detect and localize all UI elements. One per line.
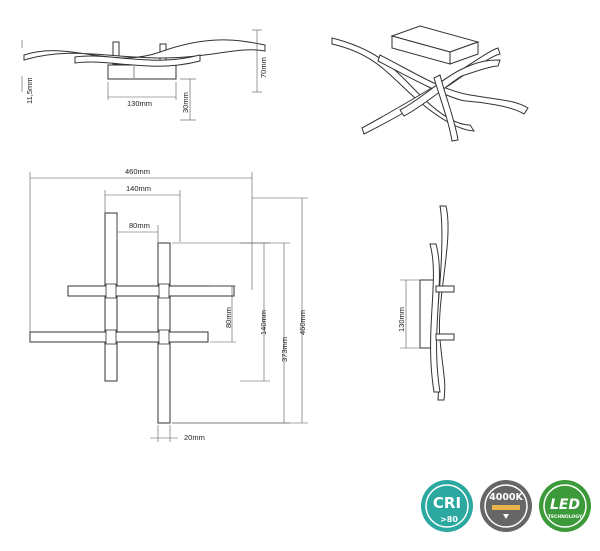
horizontal-bar-top: [67, 285, 235, 297]
led-badge: LED TECHNOLOGY: [539, 480, 591, 532]
dim-vert-140: 140mm: [259, 310, 268, 335]
dim-bar-offset: 80mm: [129, 221, 150, 230]
dim-bar-width: 20mm: [184, 433, 205, 442]
kelvin-pointer-icon: [503, 514, 509, 519]
iso-canopy-right: [449, 41, 479, 65]
iso-arm-5: [433, 74, 459, 142]
kelvin-badge: 4000K: [480, 480, 532, 532]
wave-bar-back: [23, 39, 266, 61]
side-elevation-view: [21, 29, 266, 121]
dim-thickness: 11,5mm: [25, 77, 34, 104]
cri-label: CRI: [433, 494, 461, 512]
dim-base-height: 30mm: [181, 92, 190, 113]
cri-sub: >80: [440, 515, 458, 524]
profile-post-bottom: [435, 333, 455, 341]
dim-total-height: 70mm: [259, 57, 268, 78]
led-sub: TECHNOLOGY: [548, 514, 583, 520]
profile-post-top: [435, 285, 455, 293]
profile-wave-2: [429, 243, 441, 393]
dim-bar-span: 140mm: [126, 184, 151, 193]
ceiling-base: [107, 64, 177, 80]
front-view-dimensions: [29, 172, 308, 442]
cri-badge: CRI >80: [421, 480, 473, 532]
isometric-view: [331, 25, 529, 142]
dim-base-width: 130mm: [127, 99, 152, 108]
wave-bar-front: [74, 54, 201, 67]
dim-vert-460: 460mm: [298, 310, 307, 335]
dim-side-base: 130mm: [397, 307, 406, 332]
dim-vert-80: 80mm: [224, 307, 233, 328]
kelvin-label: 4000K: [489, 492, 523, 503]
dim-overall-width: 460mm: [125, 167, 150, 176]
side-profile-view: [419, 205, 455, 401]
horizontal-bar-bottom: [29, 331, 209, 343]
side-profile-dimensions: [400, 279, 420, 349]
front-view: [29, 212, 235, 424]
dim-vert-373: 373mm: [280, 337, 289, 362]
led-label: LED: [550, 497, 580, 513]
kelvin-scale: [492, 505, 520, 510]
